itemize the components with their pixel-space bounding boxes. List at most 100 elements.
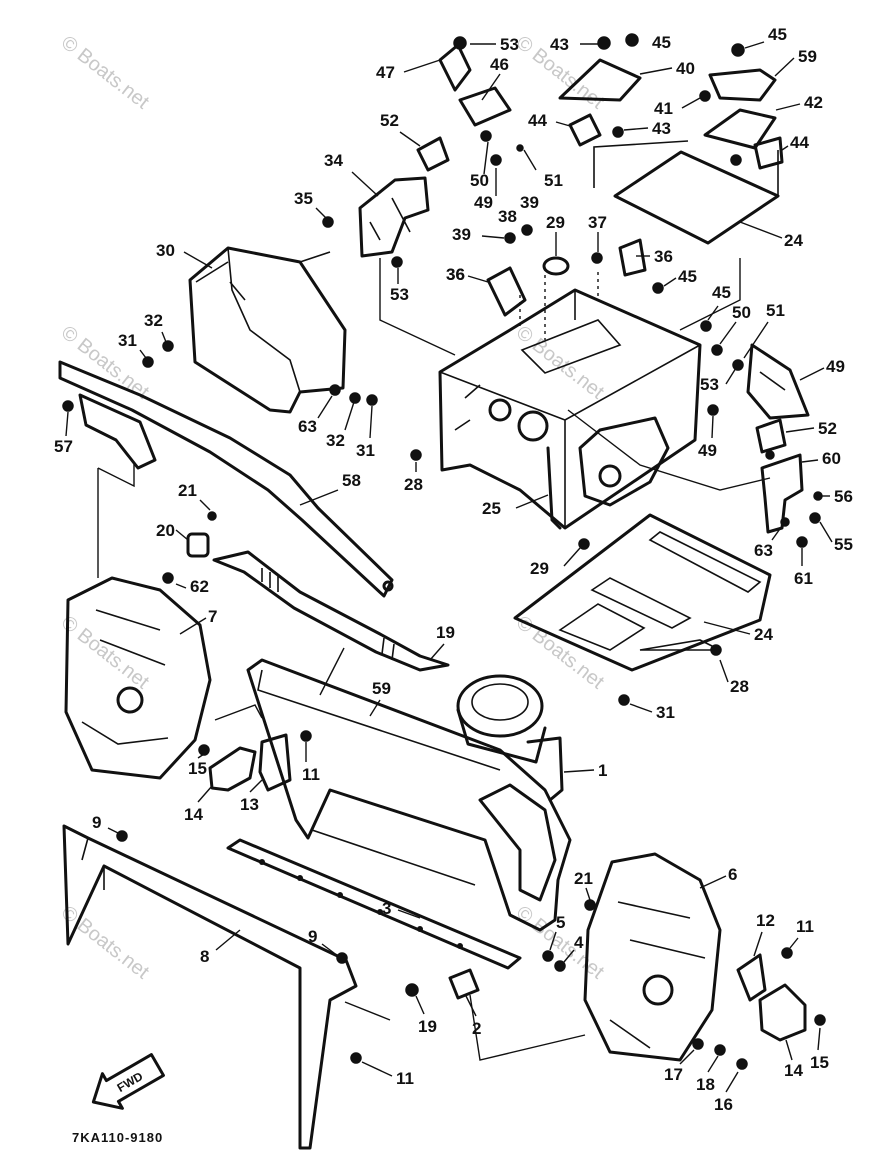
under-plate-25 <box>513 513 772 672</box>
sleeve-21 <box>186 532 210 558</box>
callout: 28 <box>730 677 749 696</box>
callout: 49 <box>474 193 493 212</box>
shaft-20 <box>212 550 450 672</box>
belt-cover-30 <box>188 246 347 414</box>
callout: 59 <box>798 47 817 66</box>
callout: 37 <box>588 213 607 232</box>
callout: 57 <box>54 437 73 456</box>
callout: 11 <box>302 765 320 784</box>
auger-housing-59 <box>246 658 572 932</box>
bracket-12 <box>736 953 767 1002</box>
assembly-lines <box>97 258 771 1061</box>
callout: 28 <box>404 475 423 494</box>
callout: 14 <box>184 805 203 824</box>
callout: 59 <box>372 679 391 698</box>
bracket-13 <box>258 733 292 792</box>
callout: 61 <box>794 569 813 588</box>
fwd-arrow-icon: FWD <box>91 1053 165 1110</box>
bar-60 <box>58 360 394 598</box>
guard-48 <box>746 343 810 420</box>
callout: 50 <box>732 303 751 322</box>
callout: 2 <box>472 1019 481 1038</box>
bracket-2 <box>448 968 480 1000</box>
callout: 47 <box>376 63 395 82</box>
callout: 24 <box>754 625 773 644</box>
callout: 12 <box>756 911 775 930</box>
callout: 19 <box>418 1017 437 1036</box>
callout: 41 <box>654 99 673 118</box>
mount-44-right <box>753 136 784 170</box>
bracket-35 <box>618 238 647 277</box>
callout: 3 <box>382 899 391 918</box>
mount-52-top <box>416 136 450 172</box>
callout: 53 <box>700 375 719 394</box>
watermark: © Boats.net <box>57 32 153 114</box>
top-brackets <box>416 43 787 454</box>
bracket-56 <box>760 453 804 534</box>
callout: 17 <box>664 1065 683 1084</box>
callout: 39 <box>452 225 471 244</box>
bracket-40 <box>558 58 642 102</box>
watermark: © Boats.net <box>57 902 153 984</box>
callout: 9 <box>92 813 101 832</box>
callout: 45 <box>768 25 787 44</box>
bracket-41 <box>703 108 777 150</box>
callout: 38 <box>498 207 517 226</box>
callout: 16 <box>714 1095 733 1114</box>
bracket-37 <box>486 266 527 317</box>
diagram-reference-code: 7KA110-9180 <box>72 1130 163 1145</box>
callout: 31 <box>118 331 137 350</box>
callout: 53 <box>500 35 519 54</box>
mount-52-side <box>755 418 787 454</box>
callout: 30 <box>156 241 175 260</box>
frame-24 <box>438 288 702 530</box>
side-plate-6 <box>583 852 722 1062</box>
bracket-14-right <box>758 983 807 1042</box>
callout: 42 <box>804 93 823 112</box>
callout: 45 <box>652 33 671 52</box>
callout: 44 <box>790 133 809 152</box>
callout: 18 <box>696 1075 715 1094</box>
callout: 63 <box>298 417 317 436</box>
callout: 7 <box>208 607 217 626</box>
callout: 6 <box>728 865 737 884</box>
side-plate-7 <box>64 576 212 780</box>
callout: 11 <box>796 917 814 936</box>
bracket-47 <box>438 43 472 92</box>
callout: 39 <box>520 193 539 212</box>
callout: 34 <box>324 151 343 170</box>
callout: 46 <box>490 55 509 74</box>
callout: 25 <box>482 499 501 518</box>
callout: 29 <box>546 213 565 232</box>
callout: 49 <box>698 441 717 460</box>
cap-27 <box>542 256 570 276</box>
callout: 56 <box>834 487 853 506</box>
callout: 31 <box>656 703 675 722</box>
bracket-61 <box>78 393 157 470</box>
callouts: 53 43 45 45 47 46 40 59 41 42 52 44 43 4… <box>54 25 853 1114</box>
watermark: © Boats.net <box>57 322 153 404</box>
callout: 15 <box>810 1053 829 1072</box>
callout: 36 <box>446 265 465 284</box>
callout: 40 <box>676 59 695 78</box>
callout: 45 <box>678 267 697 286</box>
callout: 55 <box>834 535 853 554</box>
bracket-58 <box>708 68 777 102</box>
callout: 1 <box>598 761 607 780</box>
bracket-14-left <box>208 746 257 792</box>
callout: 8 <box>200 947 209 966</box>
callout: 52 <box>380 111 399 130</box>
callout: 15 <box>188 759 207 778</box>
callout: 29 <box>530 559 549 578</box>
callout: 9 <box>308 927 317 946</box>
callout: 62 <box>190 577 209 596</box>
callout: 32 <box>144 311 163 330</box>
callout: 45 <box>712 283 731 302</box>
callout: 11 <box>396 1069 414 1088</box>
callout: 21 <box>574 869 593 888</box>
callout: 43 <box>550 35 569 54</box>
callout: 13 <box>240 795 259 814</box>
callout: 19 <box>436 623 455 642</box>
callout: 35 <box>294 189 313 208</box>
